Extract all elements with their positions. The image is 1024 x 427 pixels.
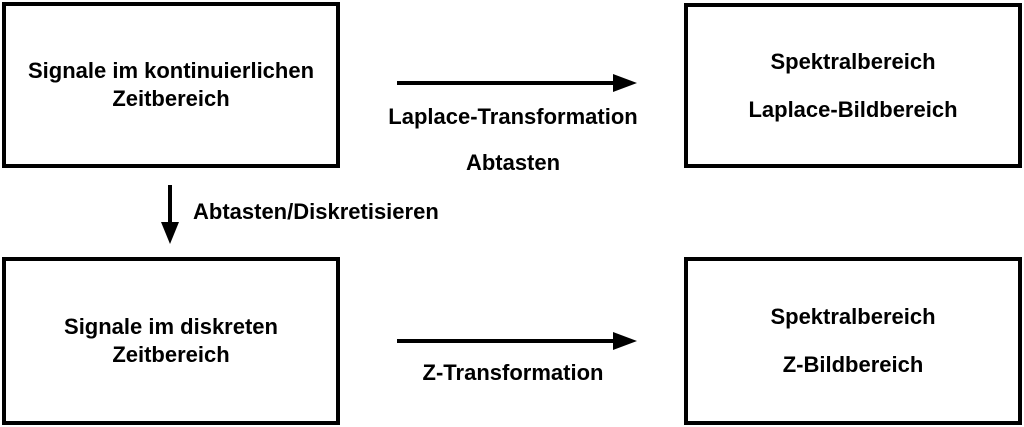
laplace-arrow-label-line2: Abtasten bbox=[465, 150, 561, 175]
box-continuous-time: Signale im kontinuierlichen Zeitbereich bbox=[2, 2, 340, 168]
z-transform-arrow-label: Z-Transformation bbox=[422, 360, 604, 385]
sampling-arrow-label: Abtasten/Diskretisieren bbox=[193, 199, 439, 224]
box-laplace-spectral-line2: Laplace-Bildbereich bbox=[748, 96, 958, 122]
sampling-arrow bbox=[161, 185, 179, 244]
box-continuous-time-line1: Signale im kontinuierlichen bbox=[27, 58, 315, 83]
box-laplace-spectral: Spektralbereich Laplace-Bildbereich bbox=[684, 3, 1022, 168]
box-z-spectral-line2: Z-Bildbereich bbox=[782, 352, 924, 377]
laplace-arrow bbox=[397, 74, 637, 92]
box-discrete-time-line1: Signale im diskreten bbox=[64, 314, 278, 339]
box-continuous-time-line2: Zeitbereich bbox=[112, 86, 230, 111]
box-laplace-spectral-line1: Spektralbereich bbox=[770, 48, 936, 74]
z-transform-arrow bbox=[397, 332, 637, 350]
box-z-spectral-line1: Spektralbereich bbox=[770, 304, 936, 329]
box-discrete-time-line2: Zeitbereich bbox=[112, 342, 230, 367]
laplace-arrow-label-line1: Laplace-Transformation bbox=[388, 104, 638, 129]
box-discrete-time: Signale im diskreten Zeitbereich bbox=[2, 257, 340, 425]
box-z-spectral: Spektralbereich Z-Bildbereich bbox=[684, 257, 1022, 425]
